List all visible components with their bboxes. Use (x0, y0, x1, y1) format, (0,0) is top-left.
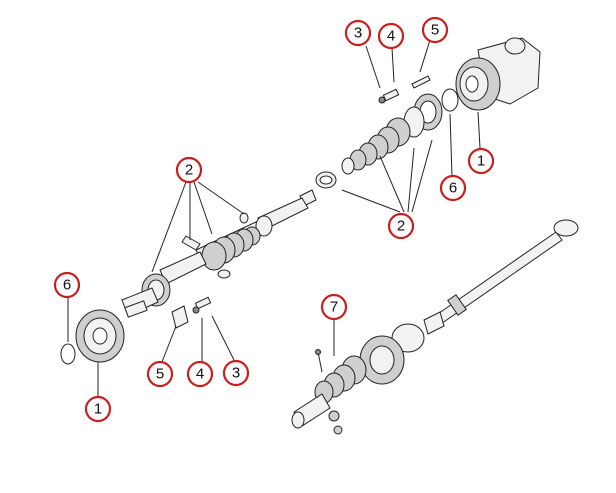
callout-top-2: 2 (387, 212, 415, 240)
callout-label: 1 (94, 401, 102, 418)
callout-label: 5 (431, 22, 439, 39)
left-boot-clamp (181, 235, 231, 279)
lower-small-bolt (315, 349, 323, 373)
left-circlip (60, 343, 76, 365)
callout-top-6: 6 (439, 174, 467, 202)
callout-left-3: 3 (222, 359, 250, 387)
callout-left-6: 6 (53, 271, 81, 299)
callout-left-1: 1 (84, 395, 112, 423)
callout-label: 7 (330, 299, 338, 316)
upper-outer-cv-housing (455, 37, 541, 111)
callout-label: 3 (232, 365, 240, 382)
upper-boot (341, 117, 411, 175)
lower-long-shaft (423, 219, 579, 335)
callout-label: 6 (449, 180, 457, 197)
callout-label: 3 (354, 25, 362, 42)
callout-label: 1 (477, 153, 485, 170)
callout-label: 4 (196, 366, 204, 383)
callout-left-2: 2 (175, 156, 203, 184)
callout-top-3: 3 (344, 19, 372, 47)
left-bolt (192, 296, 212, 314)
upper-clip (411, 75, 431, 89)
upper-bolt (378, 88, 400, 104)
callout-left-4: 4 (186, 360, 214, 388)
lower-nuts (328, 410, 343, 435)
callout-top-1: 1 (467, 147, 495, 175)
callout-top-5: 5 (421, 16, 449, 44)
callout-label: 4 (387, 28, 395, 45)
callout-label: 5 (156, 366, 164, 383)
callout-label: 2 (397, 218, 405, 235)
left-inner-shaft (121, 251, 207, 318)
left-outer-cv-joint (75, 309, 125, 363)
lower-flange-joint (359, 323, 425, 385)
left-boot (201, 226, 261, 271)
callout-top-4: 4 (377, 22, 405, 50)
callout-left-5: 5 (146, 360, 174, 388)
left-clip (171, 305, 189, 329)
upper-small-clamp (315, 171, 337, 189)
callout-bottom-7: 7 (320, 293, 348, 321)
callout-label: 6 (63, 277, 71, 294)
callout-label: 2 (185, 162, 193, 179)
upper-circlip (441, 88, 459, 112)
leader-lines (67, 39, 481, 396)
lower-stub-shaft (291, 393, 331, 429)
